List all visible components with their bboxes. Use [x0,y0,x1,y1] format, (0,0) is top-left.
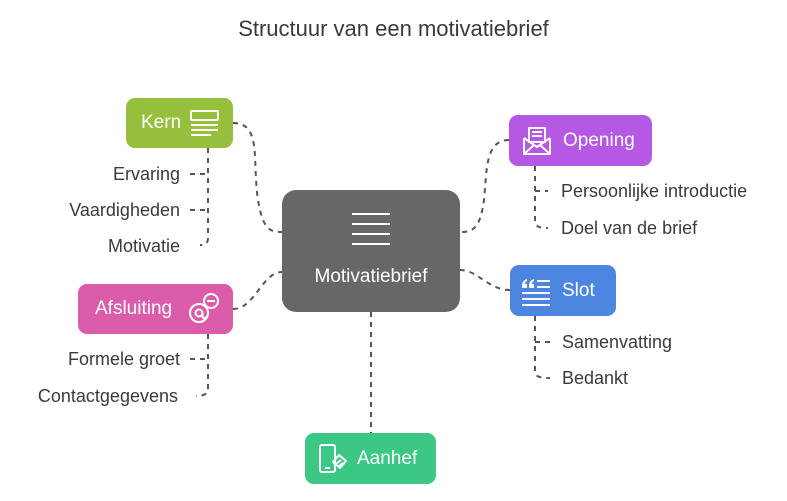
kern-item-ervaring: Ervaring [112,164,180,184]
diagram-title: Structuur van een motivatiebrief [238,16,549,41]
contact-remove-icon [187,292,221,326]
connector-afsluiting-items [190,334,209,397]
center-node[interactable]: Motivatiebrief [282,190,460,312]
connector-kern-items [190,148,209,246]
branch-aanhef[interactable]: Aanhef [305,433,436,484]
aanhef-label: Aanhef [357,447,418,469]
connector-opening-items [534,166,549,229]
connector-kern [232,122,283,233]
slot-label: Slot [562,279,595,301]
opening-item-introductie: Persoonlijke introductie [561,181,748,201]
afsluiting-item-groet: Formele groet [67,349,180,369]
afsluiting-item-contact: Contactgegevens [37,386,178,406]
connector-opening [459,139,510,233]
quote-lines-icon [520,276,552,306]
connector-slot-items [534,316,551,379]
slot-item-bedankt: Bedankt [562,368,629,388]
connector-slot [459,269,511,291]
phone-handshake-icon [317,442,349,476]
connector-afsluiting [232,271,283,310]
kern-label: Kern [141,112,182,133]
branch-slot[interactable]: Slot [510,265,616,316]
opening-label: Opening [563,129,635,151]
kern-item-motivatie: Motivatie [107,236,180,256]
opening-item-doel: Doel van de brief [561,218,698,238]
branch-afsluiting[interactable]: Afsluiting [78,284,233,334]
slot-item-samenvatting: Samenvatting [562,332,673,352]
kern-item-vaardigheden: Vaardigheden [69,200,180,220]
text-lines-icon [189,109,221,137]
branch-kern[interactable]: Kern [126,98,233,148]
envelope-letter-icon [521,125,553,157]
center-label: Motivatiebrief [314,266,428,287]
lines-icon [346,212,396,252]
branch-opening[interactable]: Opening [509,115,652,166]
afsluiting-label: Afsluiting [95,298,173,319]
